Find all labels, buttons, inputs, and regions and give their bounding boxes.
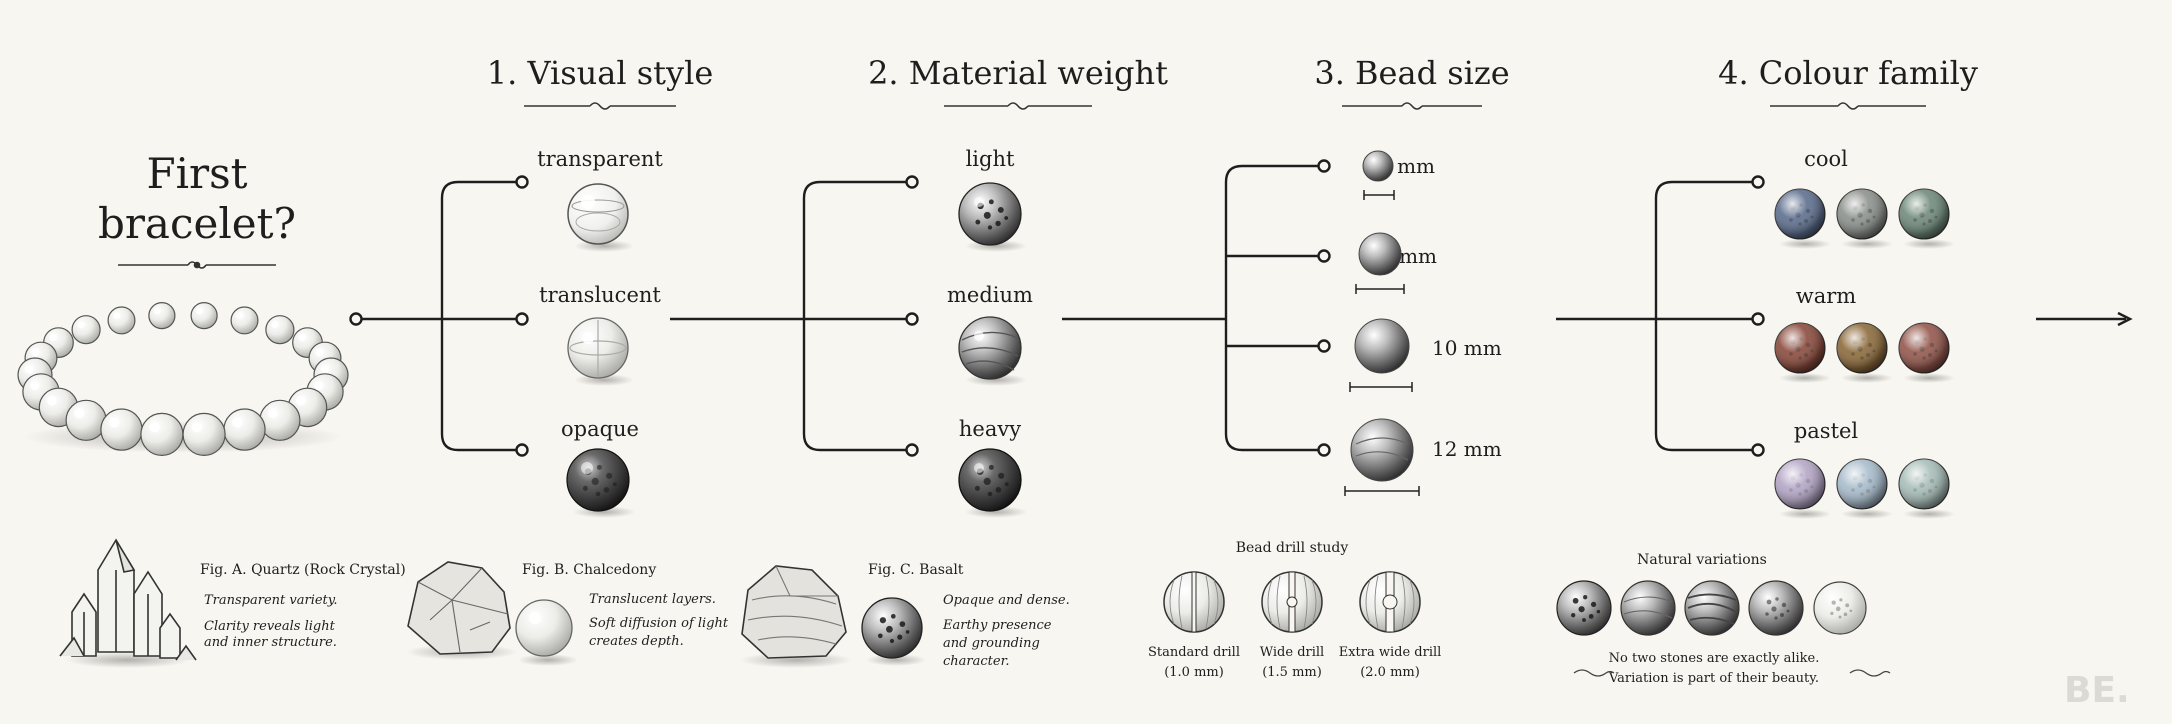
extra-wide-drill-icon: [1359, 571, 1421, 633]
fig-b-note-1: Translucent layers.: [589, 592, 716, 607]
wide-drill-size: (1.5 mm): [1262, 665, 1322, 680]
step-4-options: cool warm pastel: [1774, 147, 1955, 519]
bead-6mm-icon: [1362, 150, 1395, 200]
fig-c-note-1: Opaque and dense.: [943, 593, 1070, 608]
variation-bead-4-icon: [1748, 580, 1804, 636]
fig-a-note-1: Transparent variety.: [204, 593, 338, 608]
warm-swatch-3[interactable]: [1898, 322, 1955, 383]
step-heading-3: 3. Bead size: [1314, 54, 1510, 110]
option-translucent[interactable]: translucent: [539, 283, 661, 307]
fig-b: Fig. B. Chalcedony Translucent layers. S…: [406, 561, 729, 666]
wave-ornament-icon: [1573, 669, 1891, 677]
drill-study-title: Bead drill study: [1236, 540, 1349, 556]
pastel-swatch-2[interactable]: [1836, 458, 1893, 519]
wide-drill-icon: [1261, 571, 1323, 633]
standard-drill-label: Standard drill: [1148, 645, 1240, 660]
fig-c-caption: Fig. C. Basalt: [868, 562, 964, 578]
intro: First bracelet?: [17, 149, 349, 456]
step-headings: 1. Visual style 2. Material weight 3. Be…: [487, 54, 1978, 110]
fig-b-note-2: Soft diffusion of light: [589, 616, 729, 631]
cool-swatch-3[interactable]: [1898, 188, 1955, 249]
option-warm[interactable]: warm: [1796, 284, 1857, 308]
connectors: [349, 159, 2133, 457]
colour-swatches: [1774, 188, 1955, 519]
step-2-options: light medium heavy: [947, 147, 1033, 518]
basalt-rough-icon: [740, 565, 852, 668]
bead-8mm-icon: [1355, 232, 1405, 294]
bead-12mm-icon: [1344, 418, 1420, 496]
fig-c: Fig. C. Basalt Opaque and dense. Earthy …: [740, 562, 1070, 669]
step-heading-4: 4. Colour family: [1718, 54, 1978, 110]
svg-text:4. Colour family: 4. Colour family: [1718, 54, 1978, 92]
svg-text:3. Bead size: 3. Bead size: [1314, 54, 1509, 92]
bead-10mm-icon: [1349, 318, 1413, 392]
option-pastel[interactable]: pastel: [1794, 419, 1859, 443]
step-heading-1: 1. Visual style: [487, 54, 714, 110]
chalcedony-bead-icon: [515, 599, 578, 666]
fig-c-note-4: character.: [943, 654, 1010, 669]
intro-title-line-1: First: [146, 149, 247, 198]
fig-b-note-3: creates depth.: [589, 634, 684, 649]
basalt-bead-icon: [861, 597, 926, 666]
intro-ornament: [118, 261, 276, 269]
heavy-bead-icon: [958, 448, 1027, 518]
standard-drill-icon: [1163, 571, 1225, 633]
option-heavy[interactable]: heavy: [959, 417, 1021, 441]
warm-swatch-2[interactable]: [1836, 322, 1893, 383]
option-12mm[interactable]: 12 mm: [1432, 437, 1502, 461]
step-heading-2: 2. Material weight: [868, 54, 1168, 110]
pastel-swatch-3[interactable]: [1898, 458, 1955, 519]
standard-drill-size: (1.0 mm): [1164, 665, 1224, 680]
watermark-logo: BE.: [2064, 670, 2130, 711]
fig-a: Fig. A. Quartz (Rock Crystal) Transparen…: [59, 538, 406, 668]
wide-drill-label: Wide drill: [1260, 645, 1324, 660]
variation-bead-5-icon: [1813, 581, 1867, 635]
variation-bead-1-icon: [1556, 580, 1612, 636]
fig-c-note-2: Earthy presence: [942, 618, 1052, 633]
light-bead-icon: [958, 182, 1027, 252]
variations-note-1: No two stones are exactly alike.: [1609, 651, 1820, 666]
option-medium[interactable]: medium: [947, 283, 1033, 307]
quartz-crystal-icon: [59, 538, 197, 668]
drill-study: Bead drill study Standard drill (1.0 mm)…: [1148, 540, 1441, 680]
option-light[interactable]: light: [966, 147, 1015, 171]
option-opaque[interactable]: opaque: [561, 417, 639, 441]
option-cool[interactable]: cool: [1804, 147, 1848, 171]
transparent-bead-icon: [567, 183, 634, 252]
step-3-options: 6 mm 8 mm 10 mm 12 mm: [1344, 150, 1502, 496]
variations-title: Natural variations: [1637, 552, 1767, 568]
fig-a-note-2: Clarity reveals light: [204, 619, 336, 634]
variation-bead-3-icon: [1684, 580, 1740, 636]
extra-wide-drill-label: Extra wide drill: [1339, 645, 1442, 660]
option-10mm[interactable]: 10 mm: [1432, 336, 1502, 360]
natural-variations: Natural variations No two stones are exa…: [1556, 552, 1891, 686]
translucent-bead-icon: [567, 317, 634, 386]
cool-swatch-1[interactable]: [1774, 188, 1831, 249]
extra-wide-drill-size: (2.0 mm): [1360, 665, 1420, 680]
svg-text:2. Material weight: 2. Material weight: [868, 54, 1168, 92]
variations-note-2: Variation is part of their beauty.: [1608, 671, 1819, 686]
medium-bead-icon: [958, 316, 1027, 386]
fig-a-caption: Fig. A. Quartz (Rock Crystal): [200, 562, 406, 578]
intro-title-line-2: bracelet?: [98, 199, 296, 248]
fig-a-note-3: and inner structure.: [204, 635, 337, 650]
variation-bead-2-icon: [1620, 580, 1676, 636]
chalcedony-rough-icon: [406, 561, 518, 660]
step-1-options: transparent translucent opaque: [537, 147, 663, 518]
warm-swatch-1[interactable]: [1774, 322, 1831, 383]
fig-b-caption: Fig. B. Chalcedony: [522, 562, 656, 578]
bracelet-illustration: [17, 302, 349, 456]
pastel-swatch-1[interactable]: [1774, 458, 1831, 519]
opaque-bead-icon: [566, 448, 635, 518]
svg-text:1. Visual style: 1. Visual style: [487, 54, 714, 92]
cool-swatch-2[interactable]: [1836, 188, 1893, 249]
option-transparent[interactable]: transparent: [537, 147, 663, 171]
fig-c-note-3: and grounding: [943, 636, 1040, 651]
